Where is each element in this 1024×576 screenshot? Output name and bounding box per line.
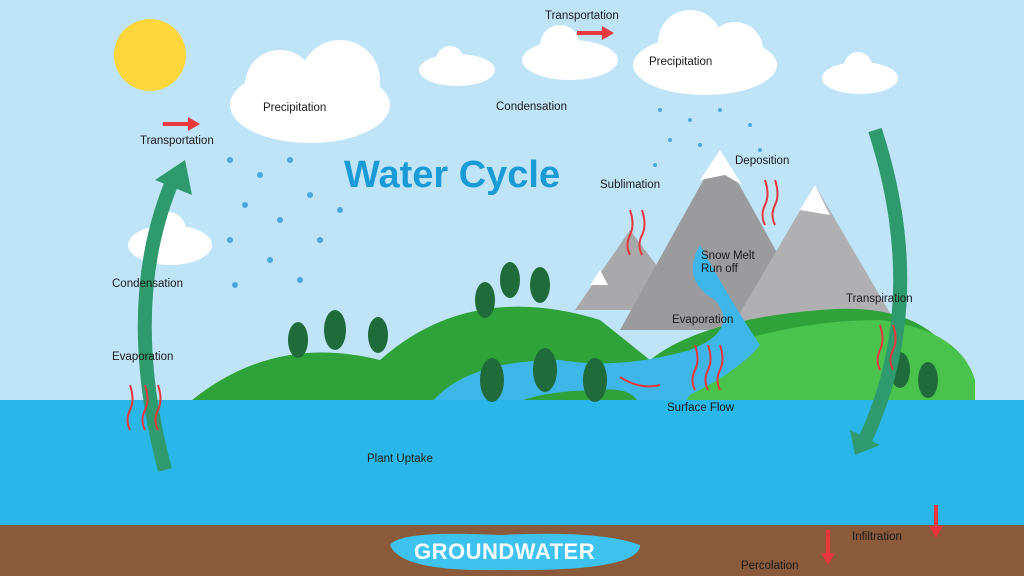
cloud-side bbox=[128, 212, 212, 265]
label-groundwater: GROUNDWATER bbox=[414, 539, 596, 564]
clouds bbox=[128, 10, 898, 265]
groundwater-pool bbox=[390, 533, 640, 571]
cloud-left bbox=[230, 40, 390, 143]
trees bbox=[288, 262, 938, 402]
green-arrows bbox=[137, 127, 908, 472]
label-transportation-left: Transportation bbox=[140, 135, 214, 147]
diagram-title: Water Cycle bbox=[344, 154, 561, 196]
green-arrow-head-right bbox=[850, 430, 880, 455]
evaporation-wavy-arrows bbox=[126, 179, 897, 431]
cloud-small bbox=[419, 46, 495, 86]
mountains bbox=[575, 150, 900, 330]
label-transpiration: Transpiration bbox=[846, 293, 913, 305]
label-surface-flow: Surface Flow bbox=[667, 402, 735, 414]
cloud-far-right bbox=[822, 52, 898, 94]
label-evaporation-center: Evaporation bbox=[672, 314, 734, 326]
label-sublimation: Sublimation bbox=[600, 179, 661, 191]
label-deposition: Deposition bbox=[735, 155, 790, 167]
green-arrow-head-left bbox=[155, 160, 192, 195]
label-precipitation-right: Precipitation bbox=[649, 56, 713, 68]
label-run-off: Run off bbox=[701, 263, 738, 275]
label-snow-melt: Snow Melt bbox=[701, 250, 755, 262]
label-percolation: Percolation bbox=[741, 560, 799, 572]
label-condensation-top: Condensation bbox=[496, 101, 567, 113]
label-infiltration: Infiltration bbox=[852, 531, 902, 543]
red-arrows bbox=[163, 26, 943, 565]
cloud-right bbox=[633, 10, 777, 95]
label-evaporation-left: Evaporation bbox=[112, 351, 174, 363]
label-plant-uptake: Plant Uptake bbox=[367, 453, 433, 465]
label-transportation-top: Transportation bbox=[545, 10, 619, 22]
label-condensation-left: Condensation bbox=[112, 278, 183, 290]
rain-drops bbox=[227, 108, 762, 288]
label-precipitation-left: Precipitation bbox=[263, 102, 327, 114]
sun bbox=[114, 19, 186, 91]
sea bbox=[0, 400, 1024, 525]
cloud-center bbox=[522, 25, 618, 80]
